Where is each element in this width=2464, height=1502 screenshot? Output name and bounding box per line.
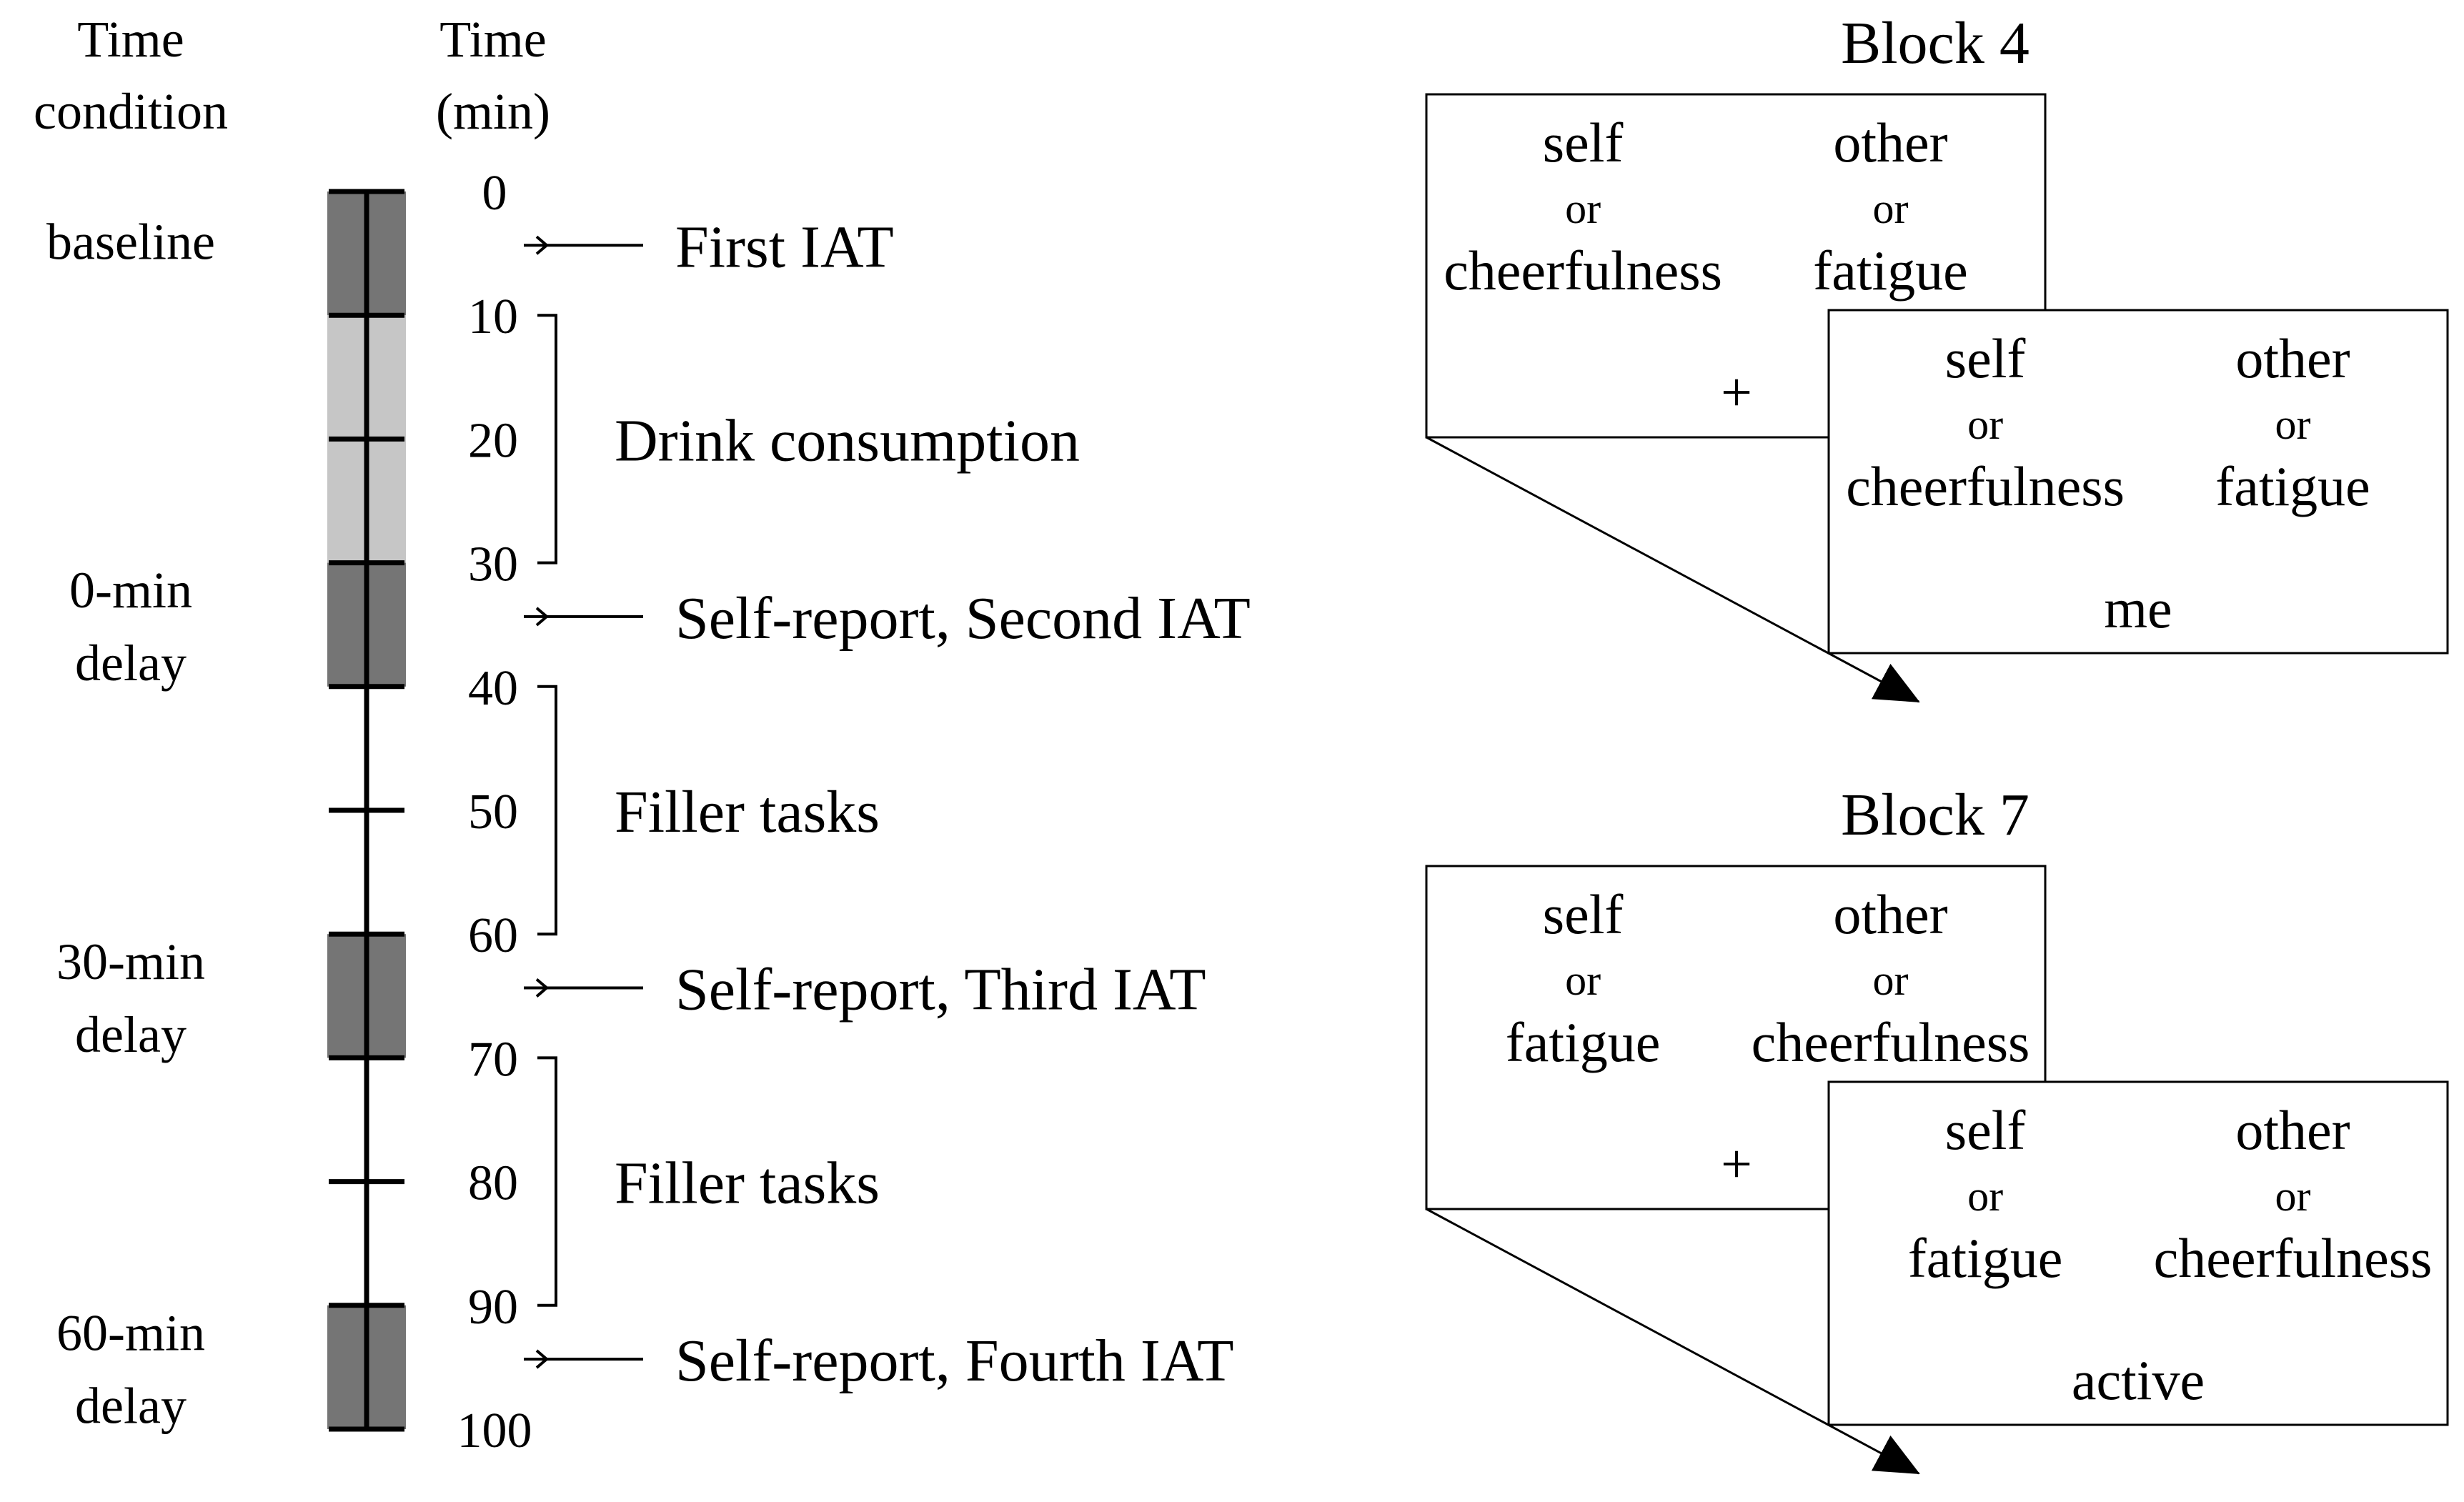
timeline-tick-label: 10 [468, 289, 518, 344]
category-label-right: fatigue [2215, 455, 2370, 517]
category-label-left: self [1945, 327, 2026, 389]
category-label-right: other [1833, 883, 1947, 945]
screen-frame [1827, 309, 2449, 655]
category-label-left: fatigue [1506, 1011, 1661, 1073]
timeline-tick-label: 100 [457, 1403, 532, 1458]
category-label-right: cheerfulness [2154, 1227, 2433, 1289]
category-label-left: cheerfulness [1444, 239, 1722, 302]
event-label: Self-report, Second IAT [675, 585, 1251, 652]
svg-text:(min): (min) [436, 83, 550, 140]
category-label-left: cheerfulness [1846, 455, 2125, 517]
category-connector-left: or [1565, 957, 1601, 1004]
block-title: Block 4 [1841, 10, 2030, 76]
sequence-arrow [1426, 436, 1920, 703]
category-label-left: self [1543, 883, 1624, 945]
block-panels: Block 4 self or cheerfulness other or fatigue +… [1425, 10, 2449, 1475]
iat-block-7: Block 7selforfatigueotherorcheerfulness+… [1425, 782, 2449, 1475]
timeline-tick-label: 70 [468, 1032, 518, 1087]
fixation-cross: + [1721, 361, 1752, 423]
period-label: Filler tasks [615, 779, 880, 845]
period-bracket [537, 1056, 557, 1307]
event-label: Self-report, Third IAT [675, 956, 1206, 1023]
timeline-tick-label: 80 [468, 1156, 518, 1211]
timeline-tick-label: 60 [468, 908, 518, 963]
back-screen: self or cheerfulness other or fatigue + [1425, 93, 2047, 439]
category-label-right: fatigue [1813, 239, 1968, 302]
time-condition-label: 0-min [69, 562, 192, 619]
time-condition-label: 30-min [56, 933, 205, 990]
time-condition-label: baseline [46, 213, 215, 270]
stimulus-word: active [2072, 1349, 2205, 1411]
category-connector-right: or [2275, 1173, 2311, 1220]
category-connector-left: or [1967, 401, 2003, 448]
screen-frame [1827, 1080, 2449, 1426]
category-connector-left: or [1967, 1173, 2003, 1220]
block-title: Block 7 [1841, 782, 2030, 848]
time-condition-label: 60-min [56, 1304, 205, 1361]
category-connector-left: or [1565, 185, 1601, 232]
timeline-tick-label: 50 [468, 785, 518, 840]
svg-text:Time: Time [439, 11, 546, 68]
sequence-arrow [1426, 1208, 1920, 1475]
category-label-right: other [1833, 111, 1947, 174]
category-label-right: other [2235, 1099, 2350, 1161]
time-condition-label: delay [75, 635, 187, 692]
category-label-left: self [1543, 111, 1624, 174]
timeline-tick-label: 90 [468, 1280, 518, 1335]
timeline-tick-label: 30 [468, 537, 518, 592]
time-condition-header: Time condition [34, 11, 228, 140]
category-connector-right: or [1873, 957, 1909, 1004]
period-label: Filler tasks [615, 1150, 880, 1217]
timeline: 0 10 20 30 40 50 60 70 80 90 100 baseline 0-min delay… [46, 166, 1251, 1458]
period-label: Drink consumption [615, 407, 1080, 474]
time-min-header: Time (min) [436, 11, 550, 140]
front-screen: self or cheerfulness other or fatigue me [1827, 309, 2449, 655]
timeline-tick-label: 0 [482, 166, 507, 221]
category-label-right: cheerfulness [1752, 1011, 2030, 1073]
timeline-tick-label: 40 [468, 661, 518, 716]
svg-text:Time: Time [77, 11, 184, 68]
fixation-cross: + [1721, 1133, 1752, 1195]
event-label: Self-report, Fourth IAT [675, 1328, 1234, 1394]
time-condition-label: delay [75, 1377, 187, 1434]
category-connector-right: or [2275, 401, 2311, 448]
event-label: First IAT [675, 214, 894, 280]
timeline-tick-label: 20 [468, 413, 518, 468]
time-condition-label: delay [75, 1006, 187, 1063]
period-bracket [537, 685, 557, 936]
category-label-left: self [1945, 1099, 2026, 1161]
stimulus-word: me [2104, 577, 2172, 640]
category-label-left: fatigue [1908, 1227, 2063, 1289]
front-screen: self or fatigue other or cheerfulness active [1827, 1080, 2449, 1426]
iat-block-4: Block 4 self or cheerfulness other or fatigue +… [1425, 10, 2449, 703]
period-bracket [537, 314, 557, 565]
category-connector-right: or [1873, 185, 1909, 232]
category-label-right: other [2235, 327, 2350, 389]
svg-text:condition: condition [34, 83, 228, 140]
